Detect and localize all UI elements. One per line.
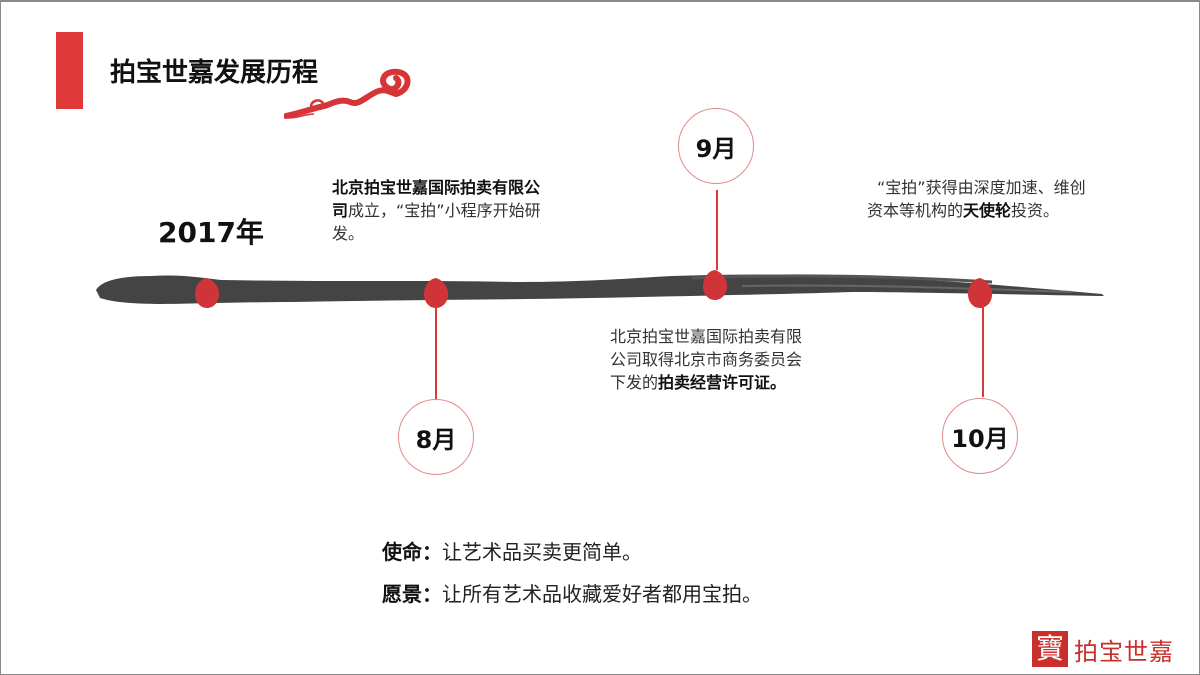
brand-logo: 寶 拍宝世嘉 bbox=[1032, 631, 1174, 667]
auspicious-cloud-icon bbox=[284, 68, 411, 119]
timeline-dot-2017 bbox=[195, 278, 220, 308]
vision-statement: 愿景：让所有艺术品收藏爱好者都用宝拍。 bbox=[382, 578, 762, 607]
ink-brush-timeline bbox=[96, 274, 1104, 304]
vision-text: 让所有艺术品收藏爱好者都用宝拍。 bbox=[442, 582, 762, 606]
timeline-dot-oct bbox=[968, 278, 993, 308]
event-desc-oct-lead: “宝拍”获得由深度加速、维创资本等机构的 bbox=[867, 178, 1086, 220]
event-desc-sep-bold: 拍卖经营许可证。 bbox=[658, 373, 787, 392]
event-desc-oct-bold: 天使轮 bbox=[963, 201, 1012, 220]
title-accent-bar bbox=[56, 32, 83, 109]
mission-statement: 使命：让艺术品买卖更简单。 bbox=[382, 536, 642, 565]
page-title: 拍宝世嘉发展历程 bbox=[110, 58, 319, 88]
connector-sep bbox=[716, 190, 718, 270]
mission-text: 让艺术品买卖更简单。 bbox=[442, 540, 642, 564]
month-badge-sep: 9月 bbox=[678, 108, 754, 184]
event-desc-sep: 北京拍宝世嘉国际拍卖有限公司取得北京市商务委员会下发的拍卖经营许可证。 bbox=[610, 325, 815, 394]
timeline-dot-sep bbox=[703, 270, 728, 300]
event-desc-aug-rest: 成立，“宝拍”小程序开始研发。 bbox=[332, 201, 541, 243]
timeline-year: 2017年 bbox=[158, 216, 264, 249]
month-badge-aug: 8月 bbox=[398, 399, 474, 475]
connector-aug bbox=[435, 305, 437, 399]
brand-name: 拍宝世嘉 bbox=[1074, 637, 1174, 666]
mission-label: 使命： bbox=[382, 540, 442, 564]
event-desc-sep-lead: 北京拍宝世嘉国际拍卖有限公司取得北京市商务委员会下发的 bbox=[610, 327, 803, 392]
event-desc-oct-rest: 投资。 bbox=[1011, 201, 1060, 220]
month-badge-oct: 10月 bbox=[942, 398, 1018, 474]
event-desc-oct: “宝拍”获得由深度加速、维创资本等机构的天使轮投资。 bbox=[867, 176, 1087, 222]
brand-mark-icon: 寶 bbox=[1032, 631, 1068, 667]
event-desc-aug-bold: 北京拍宝世嘉国际拍卖有限公司 bbox=[332, 178, 541, 220]
connector-oct bbox=[982, 305, 984, 397]
timeline-dot-aug bbox=[424, 278, 449, 308]
event-desc-aug: 北京拍宝世嘉国际拍卖有限公司成立，“宝拍”小程序开始研发。 bbox=[332, 176, 542, 245]
vision-label: 愿景： bbox=[382, 582, 442, 606]
